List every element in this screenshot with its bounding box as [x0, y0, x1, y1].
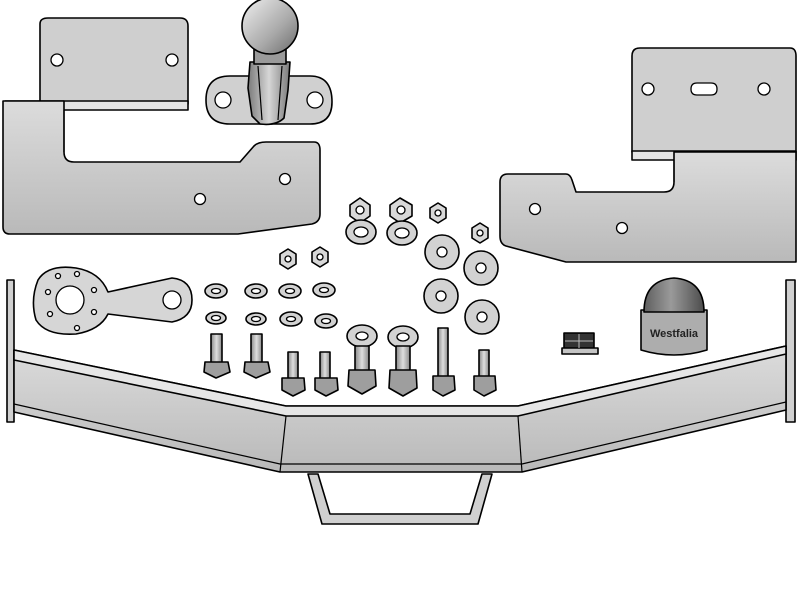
spring-washer [245, 312, 267, 326]
bolt [203, 333, 231, 379]
rubber-block [561, 332, 599, 355]
bolt [347, 345, 377, 395]
bolt [473, 349, 497, 397]
hex-nut [311, 246, 329, 268]
bolt [314, 351, 339, 397]
washer [346, 324, 378, 348]
washer [314, 313, 338, 329]
spring-washer [205, 311, 227, 325]
washer [424, 234, 460, 270]
left-mounting-bracket [2, 17, 321, 235]
bolt [388, 345, 418, 397]
washer [244, 283, 268, 299]
main-cross-beam [6, 279, 796, 525]
bolt [432, 327, 456, 397]
hex-nut [471, 222, 489, 244]
hex-nut [279, 248, 297, 270]
washer [312, 282, 336, 298]
washer [204, 283, 228, 299]
washer [278, 283, 302, 299]
bolt [281, 351, 306, 397]
washer [386, 220, 418, 246]
hex-nut [349, 197, 371, 224]
washer [463, 250, 499, 286]
electrical-socket-plate [32, 266, 193, 336]
tow-ball-cover-cap: Westfalia [640, 277, 708, 356]
bolts [203, 327, 497, 397]
hardware-fasteners [204, 197, 500, 349]
cap-brand-label: Westfalia [650, 328, 699, 340]
washer [279, 311, 303, 327]
washer [345, 219, 377, 245]
washer [387, 325, 419, 349]
washer [464, 299, 500, 335]
hex-nut [429, 202, 447, 224]
hex-nut [389, 197, 413, 224]
right-mounting-bracket [499, 47, 797, 263]
tow-ball-assembly [205, 0, 333, 126]
washer [423, 278, 459, 314]
bolt [243, 333, 271, 379]
